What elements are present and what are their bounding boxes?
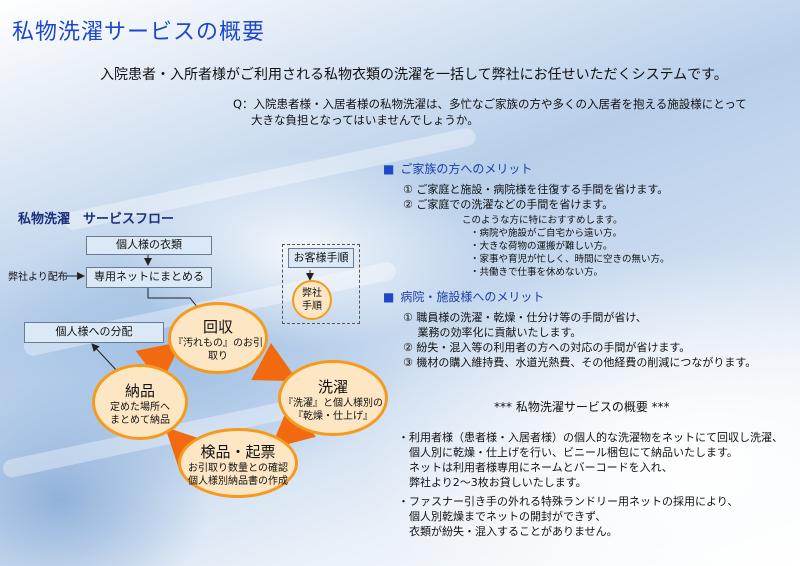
- flow-box-personal-clothes: 個人様の衣類: [86, 236, 212, 255]
- recommend-heading: このような方に特におすすめします。: [462, 215, 623, 226]
- family-merit-heading: ■ ご家族の方へのメリット: [383, 160, 532, 177]
- list-item: 個人別乾燥までネットの開封ができず、: [398, 510, 607, 523]
- orange-arrow: [165, 427, 210, 472]
- facility-merit-heading-text: 病院・施設様へのメリット: [400, 290, 545, 304]
- customer-procedure-box: お客様手順: [288, 248, 354, 268]
- wash-desc: 『洗濯』と個人様別の: [283, 398, 383, 409]
- collect-desc: 『汚れもの』のお引取り: [173, 338, 263, 362]
- list-item: ・共働きで仕事を休めない方。: [470, 267, 604, 278]
- company-procedure-circle: 弊社 手順: [292, 280, 332, 320]
- list-item: ② ご家庭での洗濯などの手間を省けます。: [403, 198, 614, 211]
- summary-block-2: ・ファスナー引き手の外れる特殊ランドリー用ネットの採用により、 個人別乾燥までネ…: [398, 494, 738, 539]
- list-item: 個人別に乾燥・仕上げを行い、ビニール梱包にて納品いたします。: [398, 446, 738, 459]
- inspect-desc: お引取り数量との確認: [188, 463, 288, 474]
- list-item: 衣類が紛失・混入することがありません。: [398, 525, 618, 538]
- recommend-block: このような方に特におすすめします。 ・病院や施設がご自宅から遠い方。 ・大きな荷…: [462, 214, 670, 279]
- wash-circle: 洗濯 『洗濯』と個人様別の 『乾燥・仕上げ』: [278, 360, 388, 436]
- summary-block-1: ・利用者様（患者様・入居者様）の個人的な洗濯物をネットにて回収し洗濯、 個人別に…: [398, 430, 783, 490]
- inspect-desc: 個人様別納品書の作成: [188, 476, 288, 487]
- collect-circle: 回収 『汚れもの』のお引取り: [168, 302, 268, 374]
- list-item: ③ 機材の購入維持費、水道光熱費、その他経費の削減につながります。: [403, 356, 757, 369]
- question-text: Q：入院患者様・入居者様の私物洗濯は、多忙なご家族の方や多くの入居者を抱える施設…: [233, 96, 747, 128]
- square-bullet-icon: ■: [383, 290, 395, 304]
- square-bullet-icon: ■: [383, 162, 395, 176]
- wash-title: 洗濯: [317, 378, 348, 396]
- lead-text: 入院患者・入所者様がご利用される私物衣類の洗濯を一括して弊社にお任せいただくシス…: [100, 67, 728, 83]
- list-item: 業務の効率化に貢献いたします。: [403, 326, 582, 339]
- company-procedure-label: 手順: [302, 301, 322, 312]
- procedure-legend: [282, 244, 360, 324]
- flow-box-net-pack: 専用ネットにまとめる: [86, 267, 212, 288]
- arrow-line: [91, 343, 119, 373]
- question-line: 大きな負担となってはいませんでしょうか。: [251, 113, 479, 127]
- deliver-desc: 定めた場所へ: [110, 402, 170, 413]
- deliver-circle: 納品 定めた場所へ まとめて納品: [92, 364, 188, 440]
- list-item: ① 職員様の洗濯・乾燥・仕分け等の手間が省け、: [403, 311, 647, 324]
- list-item: ・大きな荷物の運搬が難しい方。: [470, 241, 613, 252]
- list-item: ・利用者様（患者様・入居者様）の個人的な洗濯物をネットにて回収し洗濯、: [398, 431, 783, 444]
- list-item: ・ファスナー引き手の外れる特殊ランドリー用ネットの採用により、: [398, 495, 739, 508]
- family-merit-heading-text: ご家族の方へのメリット: [400, 162, 533, 176]
- wash-desc: 『乾燥・仕上げ』: [293, 411, 373, 422]
- list-item: ① ご家庭と施設・病院様を往復する手間を省けます。: [403, 183, 669, 196]
- family-merit-list: ① ご家庭と施設・病院様を往復する手間を省けます。 ② ご家庭での洗濯などの手間…: [403, 182, 668, 212]
- page-title: 私物洗濯サービスの概要: [12, 20, 266, 45]
- inspect-circle: 検品・起票 お引取り数量との確認 個人様別納品書の作成: [178, 428, 298, 498]
- inspect-title: 検品・起票: [200, 443, 276, 461]
- from-company-label: 弊社より配布: [8, 272, 68, 283]
- list-item: ・家事や育児が忙しく、時間に空きの無い方。: [470, 254, 670, 265]
- deliver-title: 納品: [124, 382, 155, 400]
- flow-box-distribution: 個人様への分配: [24, 322, 164, 343]
- list-item: ② 紛失・混入等の利用者の方への対応の手間が省けます。: [403, 341, 691, 354]
- facility-merit-list: ① 職員様の洗濯・乾燥・仕分け等の手間が省け、 業務の効率化に貢献いたします。 …: [403, 310, 756, 370]
- company-procedure-label: 弊社: [302, 288, 322, 299]
- deliver-desc: まとめて納品: [110, 415, 170, 426]
- list-item: ・病院や施設がご自宅から遠い方。: [470, 228, 623, 239]
- facility-merit-heading: ■ 病院・施設様へのメリット: [383, 288, 544, 305]
- list-item: 弊社より2～3枚お貸しいたします。: [398, 476, 587, 489]
- question-line: Q：入院患者様・入居者様の私物洗濯は、多忙なご家族の方や多くの入居者を抱える施設…: [233, 97, 747, 111]
- summary-heading: *** 私物洗濯サービスの概要 ***: [494, 400, 670, 414]
- list-item: ネットは利用者様専用にネームとバーコードを入れ、: [398, 461, 673, 474]
- flow-title: 私物洗濯 サービスフロー: [18, 212, 175, 227]
- collect-title: 回収: [202, 318, 233, 336]
